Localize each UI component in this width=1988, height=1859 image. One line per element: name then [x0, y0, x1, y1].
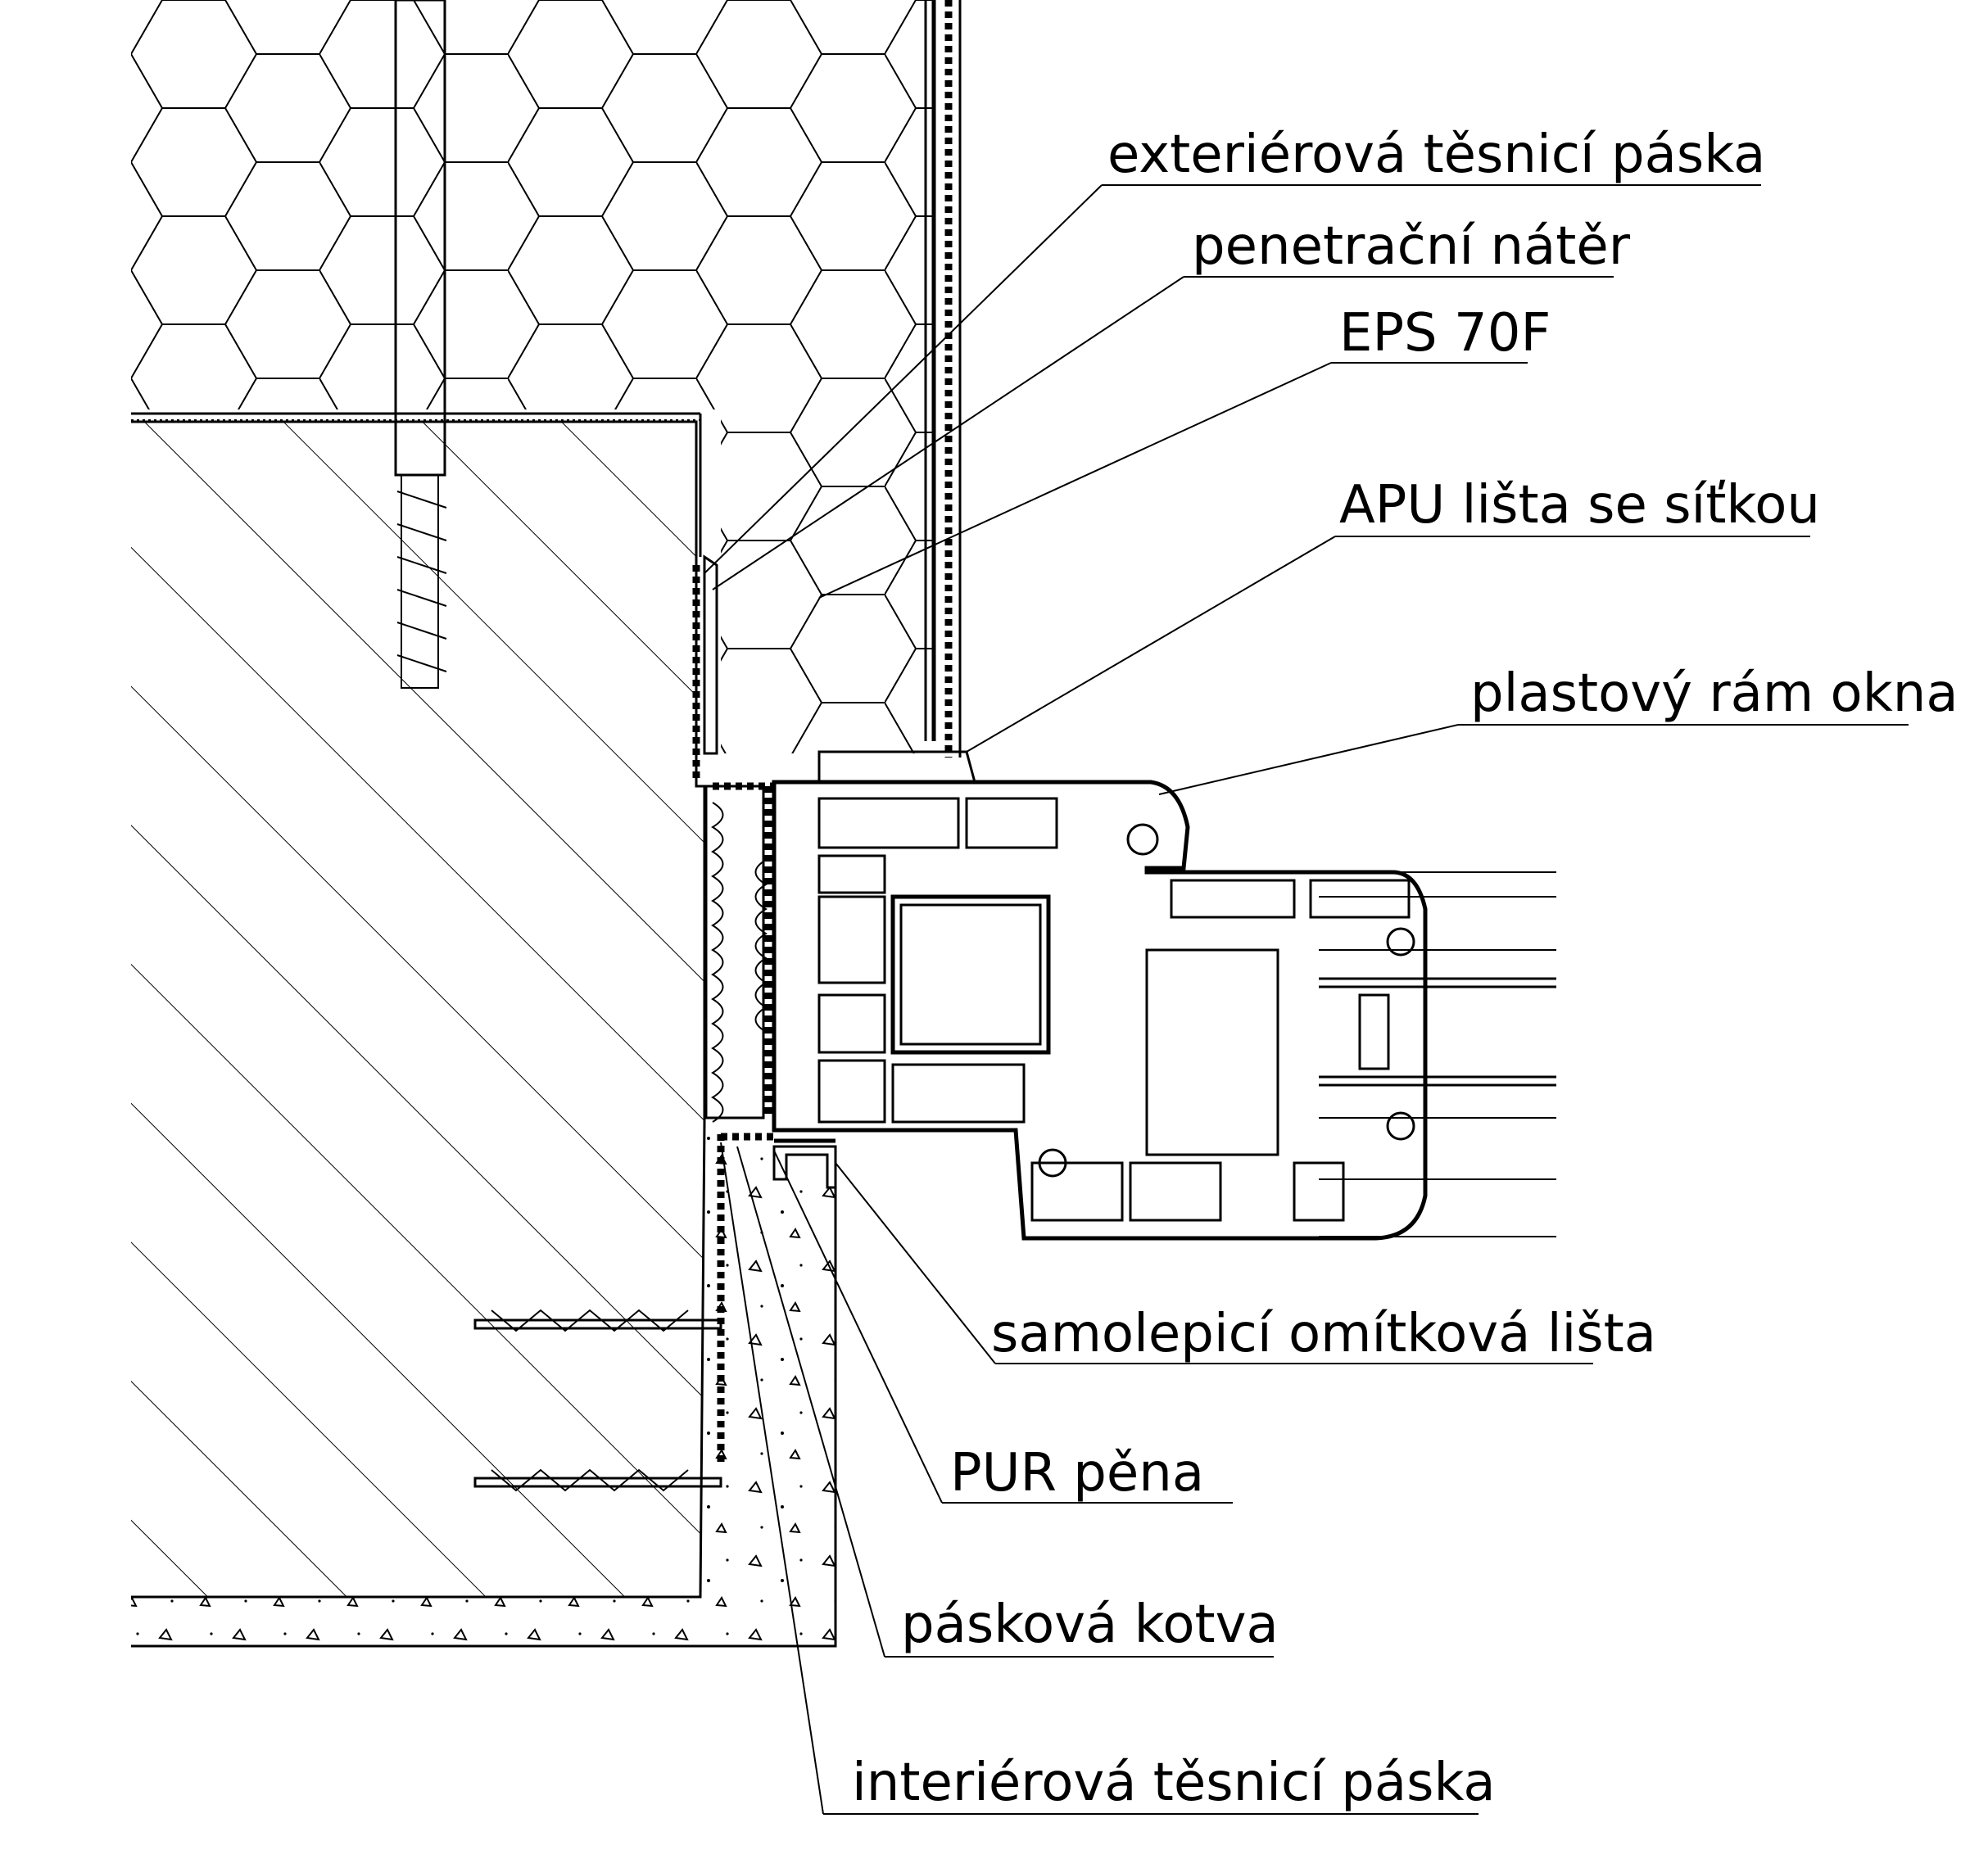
glazing-unit [1319, 871, 1556, 1237]
label-pur-foam: PUR pěna [950, 1443, 1204, 1504]
label-apu-profile: APU lišta se síťkou [1339, 475, 1820, 536]
render-mesh-layer [131, 412, 702, 557]
label-penetration-coat: penetrační nátěr [1192, 216, 1631, 277]
window-frame [772, 780, 1428, 1241]
label-interior-tape: interiérová těsnicí páska [852, 1753, 1496, 1813]
facade-render [924, 0, 962, 758]
reveal-insulation [692, 554, 718, 778]
strap-anchors [473, 1309, 722, 1492]
masonry-wall [131, 420, 706, 1599]
label-strap-anchor: pásková kotva [901, 1594, 1279, 1655]
label-window-frame: plastový rám okna [1470, 663, 1959, 724]
pur-foam [704, 782, 774, 1123]
label-exterior-tape: exteriérová těsnicí páska [1107, 124, 1765, 185]
leader-lines [704, 184, 1909, 1815]
label-plaster-profile: samolepicí omítková lišta [991, 1304, 1656, 1364]
label-eps: EPS 70F [1339, 303, 1551, 364]
insulation-dowel [394, 0, 447, 689]
apu-profile [817, 750, 976, 784]
